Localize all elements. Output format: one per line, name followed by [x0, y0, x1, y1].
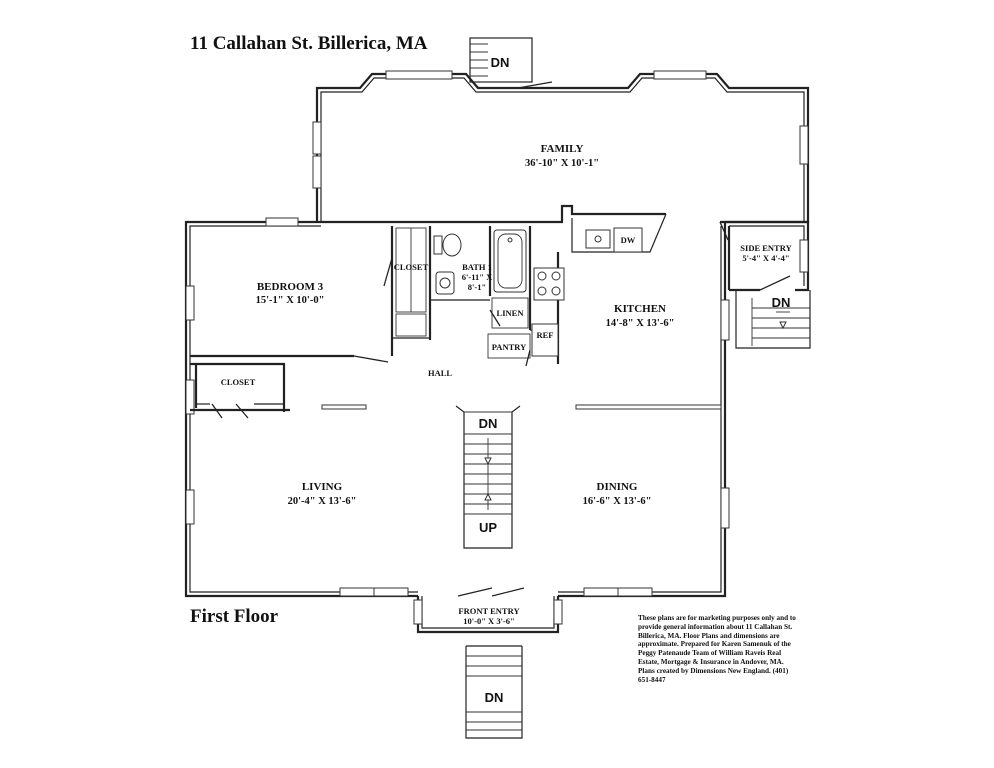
ref-label: REF [537, 330, 554, 340]
front-entry-size: 10'-0" X 3'-6" [463, 616, 514, 626]
closet-upper-label: CLOSET [394, 262, 429, 272]
stairs-side-label: DN [772, 295, 791, 310]
closet-lower-label: CLOSET [221, 377, 256, 387]
kitchen-label: KITCHEN [614, 303, 666, 315]
dining-size: 16'-6" X 13'-6" [583, 496, 652, 507]
stairs-front-label: DN [485, 690, 504, 705]
kitchen-fixtures [531, 213, 667, 357]
side-entry-size: 5'-4" X 4'-4" [742, 253, 789, 263]
dishwasher-icon [613, 227, 643, 253]
disclaimer-text: These plans are for marketing purposes o… [638, 614, 796, 684]
bath1-size-line2: 8'-1" [468, 282, 486, 292]
living-label: LIVING [302, 481, 343, 493]
address-title: 11 Callahan St. Billerica, MA [190, 33, 428, 54]
stairs-front [465, 645, 523, 739]
pantry-label: PANTRY [492, 342, 527, 352]
stove-icon [533, 267, 565, 301]
stairs-top-label: DN [491, 55, 510, 70]
kitchen-size: 14'-8" X 13'-6" [606, 318, 675, 329]
interior-walls [190, 204, 731, 412]
stair-labels: DN DN DN DN UP [479, 55, 791, 705]
bath-fixtures [433, 229, 527, 295]
refrigerator-icon [531, 323, 559, 357]
family-label: FAMILY [541, 143, 584, 155]
stairs-main-up-label: UP [479, 520, 497, 535]
dw-label: DW [621, 235, 636, 245]
side-entry-label: SIDE ENTRY [740, 243, 791, 253]
living-size: 20'-4" X 13'-6" [288, 496, 357, 507]
floor-label: First Floor [190, 606, 279, 627]
dining-label: DINING [597, 481, 638, 493]
hall-label: HALL [428, 368, 452, 378]
linen-label: LINEN [497, 308, 525, 318]
family-size: 36'-10" X 10'-1" [525, 158, 599, 169]
stairs-main [455, 405, 521, 549]
bedroom3-size: 15'-1" X 10'-0" [256, 295, 325, 306]
stairs-top [469, 37, 533, 83]
stairs-main-down-label: DN [479, 416, 498, 431]
bedroom3-label: BEDROOM 3 [257, 281, 324, 293]
windows [185, 70, 809, 625]
bath1-size-line1: 6'-11" X [462, 272, 493, 282]
door-swings [211, 81, 791, 597]
bathtub-icon [493, 229, 527, 293]
bath1-label: BATH 1 [462, 262, 492, 272]
front-entry-label: FRONT ENTRY [458, 606, 519, 616]
room-labels: FAMILY 36'-10" X 10'-1" BEDROOM 3 15'-1"… [221, 143, 792, 626]
stairs-side [735, 290, 811, 349]
toilet-icon [442, 233, 462, 257]
